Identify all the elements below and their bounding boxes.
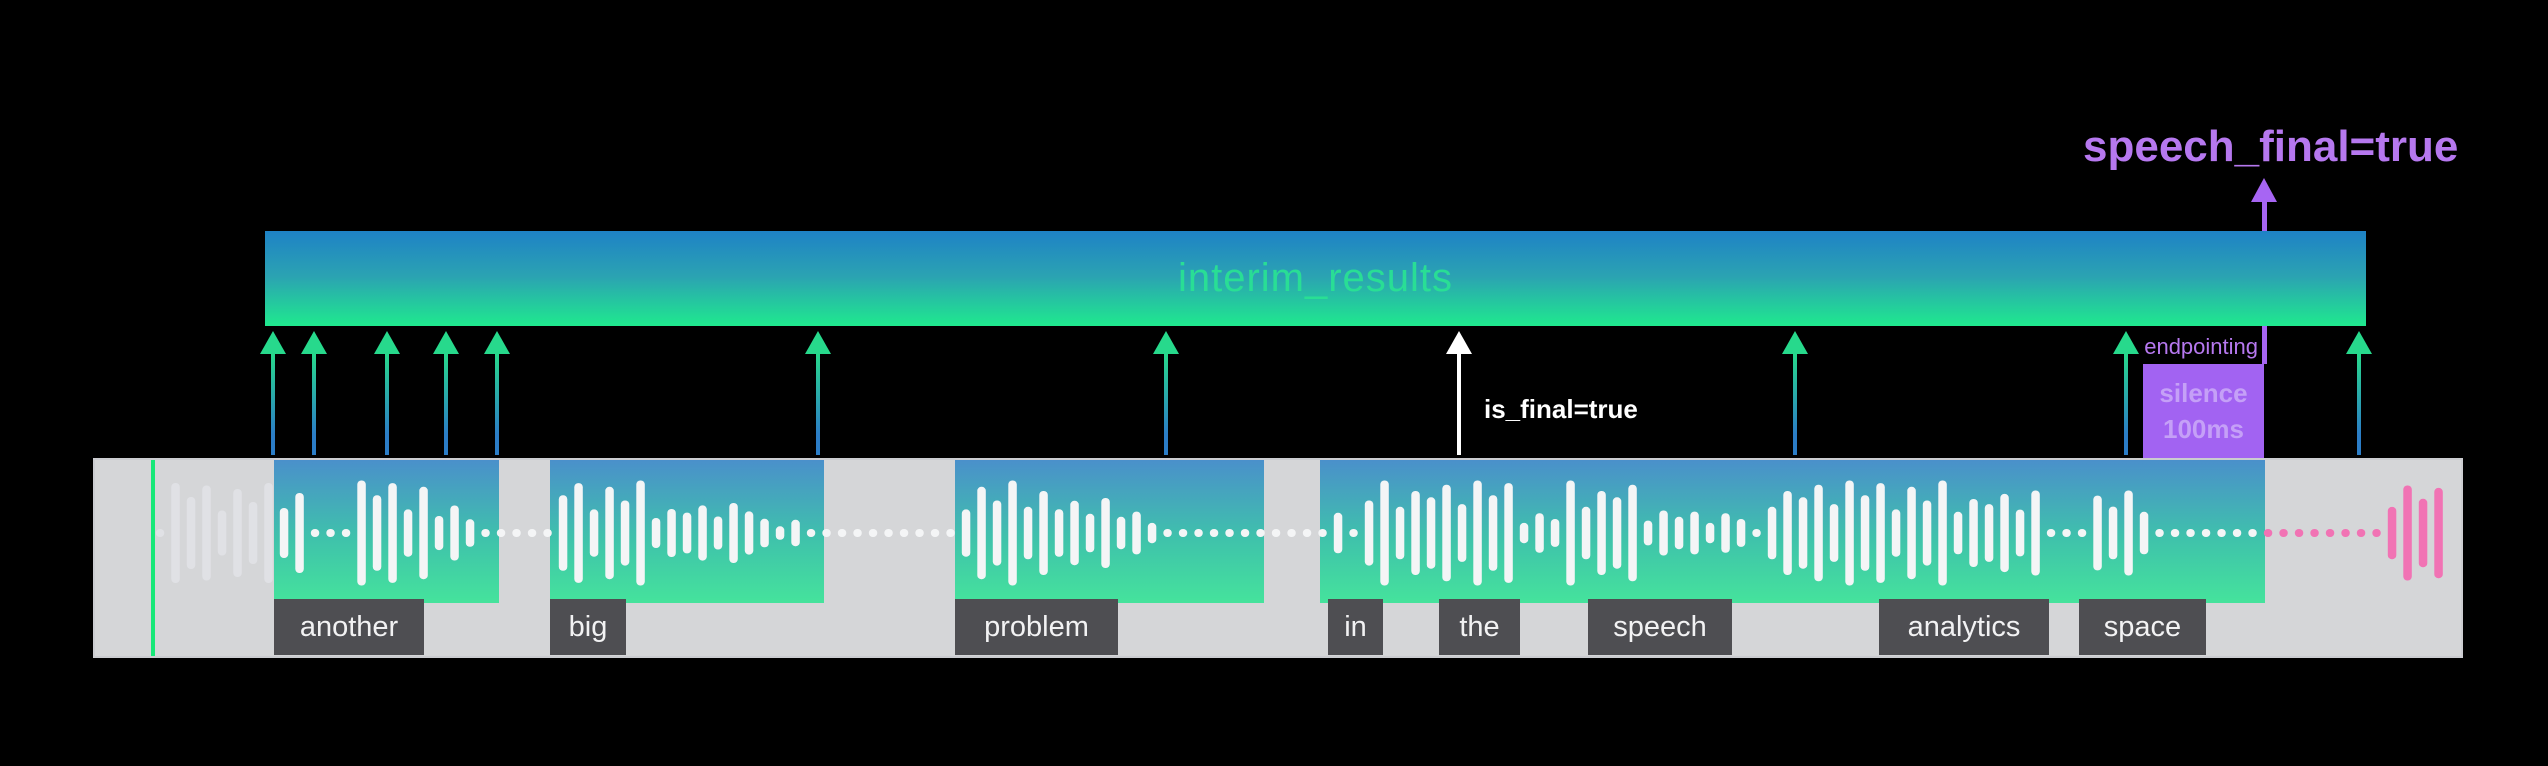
arrow-shaft (495, 354, 499, 455)
word-label: another (274, 599, 424, 655)
waveform (155, 480, 2443, 586)
arrow-head-icon (260, 331, 286, 354)
interim-result-arrow (805, 331, 831, 455)
arrow-shaft (2357, 354, 2361, 455)
word-label: speech (1588, 599, 1732, 655)
silence-box: silence 100ms (2143, 364, 2264, 458)
interim-result-arrow (374, 331, 400, 455)
arrow-shaft (2124, 354, 2128, 455)
word-label: the (1439, 599, 1520, 655)
audio-timeline-inner: another big problem in the speech analyt… (95, 460, 2461, 656)
arrow-shaft (444, 354, 448, 455)
interim-results-label: interim_results (1177, 256, 1454, 300)
interim-result-arrow (1782, 331, 1808, 455)
word-label: in (1328, 599, 1383, 655)
start-marker-line (151, 460, 155, 656)
word-label: space (2079, 599, 2206, 655)
is-final-arrow (1446, 331, 1472, 455)
interim-result-arrow (1153, 331, 1179, 455)
interim-result-arrow (433, 331, 459, 455)
arrow-head-icon (805, 331, 831, 354)
interim-result-arrow (2346, 331, 2372, 455)
arrow-shaft (816, 354, 820, 455)
arrow-head-icon (1153, 331, 1179, 354)
arrow-shaft (312, 354, 316, 455)
arrow-head-icon (2346, 331, 2372, 354)
word-label: analytics (1879, 599, 2049, 655)
speech-final-label: speech_final=true (2083, 122, 2459, 171)
arrow-head-icon (484, 331, 510, 354)
arrow-head-icon (2251, 178, 2277, 202)
audio-timeline-strip: another big problem in the speech analyt… (93, 458, 2463, 658)
arrow-shaft (1793, 354, 1797, 455)
arrow-shaft (1457, 354, 1461, 455)
word-label: problem (955, 599, 1118, 655)
arrow-shaft (1164, 354, 1168, 455)
endpointing-label: endpointing (2144, 334, 2258, 359)
interim-result-arrow (2113, 331, 2139, 455)
arrow-head-icon (374, 331, 400, 354)
arrow-head-icon (1446, 331, 1472, 354)
silence-box-line1: silence (2159, 378, 2248, 408)
arrow-head-icon (301, 331, 327, 354)
arrow-head-icon (1782, 331, 1808, 354)
word-label: big (550, 599, 626, 655)
arrow-head-icon (2113, 331, 2139, 354)
arrow-shaft (271, 354, 275, 455)
arrow-shaft (385, 354, 389, 455)
silence-box-line2: 100ms (2163, 414, 2244, 444)
interim-result-arrow (260, 331, 286, 455)
interim-result-arrow (301, 331, 327, 455)
is-final-label: is_final=true (1484, 394, 1638, 424)
arrow-head-icon (433, 331, 459, 354)
interim-result-arrow (484, 331, 510, 455)
interim-results-bar: interim_results (265, 231, 2366, 326)
